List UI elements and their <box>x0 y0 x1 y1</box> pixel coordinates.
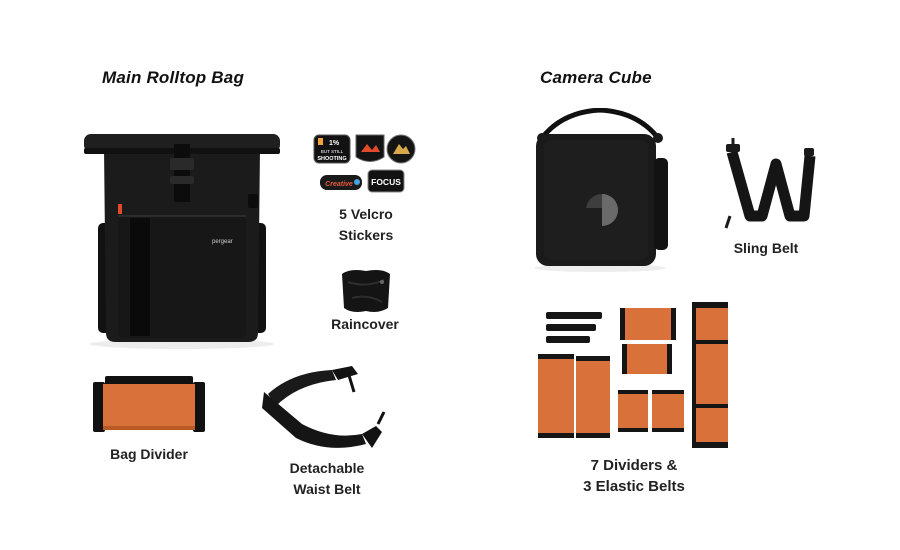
dividers-caption-line2: 3 Elastic Belts <box>583 478 685 495</box>
bag-brand-logo: pergear <box>212 239 233 245</box>
main-rolltop-bag-heading: Main Rolltop Bag <box>102 68 245 87</box>
sling-belt-caption: Sling Belt <box>733 240 799 256</box>
waist-belt-image <box>262 364 390 456</box>
bag-divider-caption: Bag Divider <box>110 446 188 462</box>
sticker-1-text-a: 1% <box>329 140 340 147</box>
camera-cube-image <box>522 108 678 272</box>
raincover-image <box>338 268 394 314</box>
dividers-and-elastic-belts-image <box>536 298 732 450</box>
waist-belt-caption-line2: Waist Belt <box>293 481 361 497</box>
bag-divider-image <box>93 376 205 434</box>
velcro-stickers-image: 1% BUT STILL SHOOTING Creative FOCUS <box>312 132 420 196</box>
waist-belt-caption: Detachable Waist Belt <box>272 458 382 500</box>
sticker-1-text-c: SHOOTING <box>317 156 346 162</box>
raincover-caption: Raincover <box>331 316 399 332</box>
dividers-caption: 7 Dividers & 3 Elastic Belts <box>564 455 704 497</box>
sticker-5-text: FOCUS <box>371 177 401 187</box>
dividers-caption-line1: 7 Dividers & <box>590 457 678 474</box>
camera-cube-heading: Camera Cube <box>540 68 652 87</box>
velcro-stickers-caption: 5 Velcro Stickers <box>316 204 416 246</box>
velcro-stickers-caption-line2: Stickers <box>338 227 394 243</box>
velcro-stickers-caption-line1: 5 Velcro <box>339 206 393 222</box>
sticker-4-text: Creative <box>325 181 353 188</box>
waist-belt-caption-line1: Detachable <box>289 460 365 476</box>
sling-belt-image <box>720 134 816 230</box>
rolltop-backpack-image: pergear <box>82 128 282 350</box>
sticker-1-text-b: BUT STILL <box>321 149 344 154</box>
